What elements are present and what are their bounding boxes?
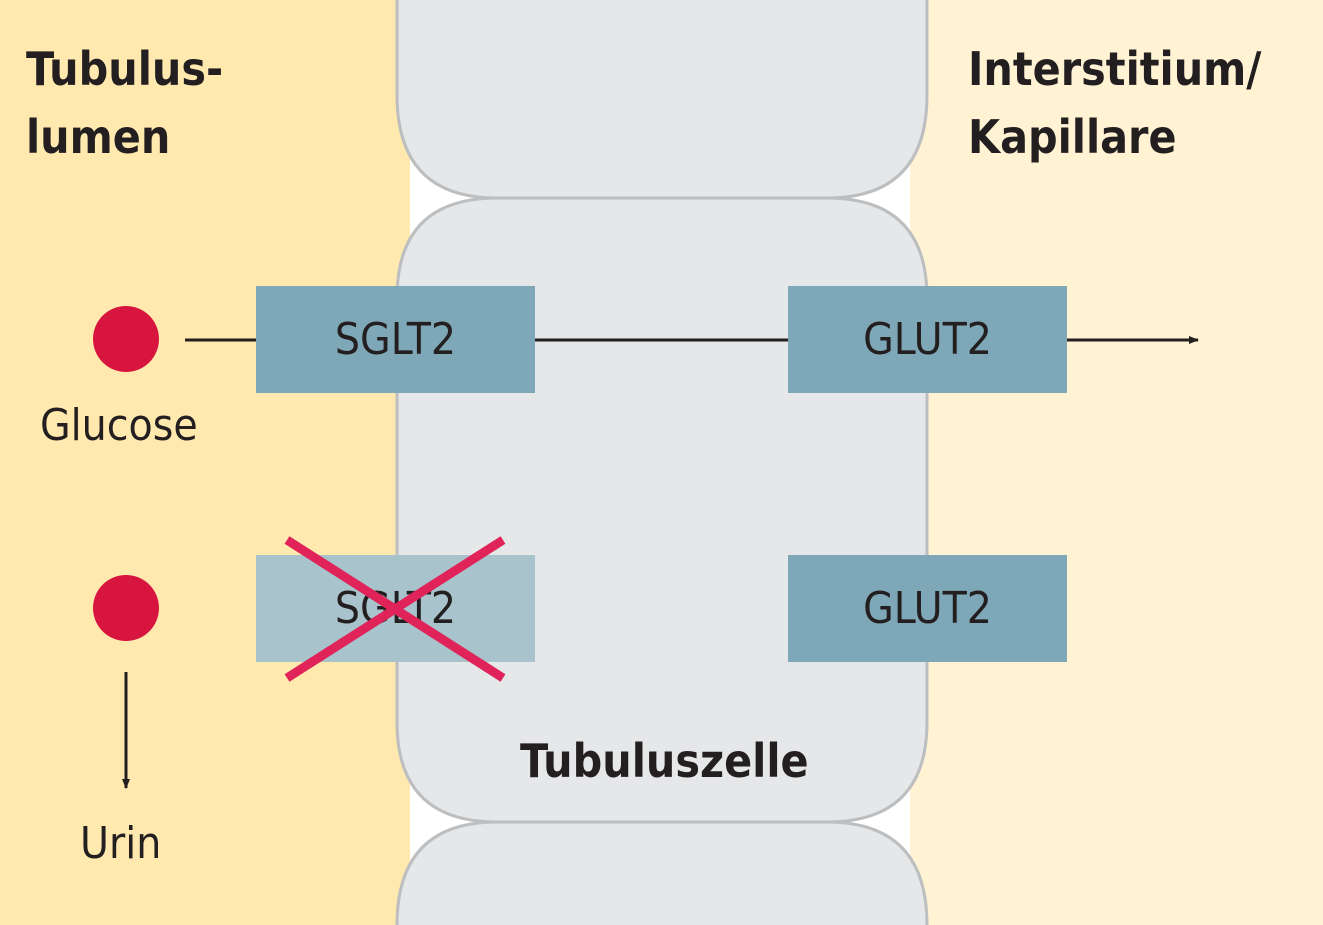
interstitium-background	[910, 0, 1323, 925]
glucose-label: Glucose	[40, 400, 198, 451]
interstitium-title-line2: Kapillare	[968, 110, 1177, 164]
sglt2-box	[256, 286, 535, 393]
sglt2-blocked-label: SGLT2	[334, 583, 457, 634]
lumen-title-line1: Tubulus-	[26, 42, 224, 96]
urine-label: Urin	[80, 818, 162, 869]
glut2-box-lower	[788, 555, 1067, 662]
glut2-box	[788, 286, 1067, 393]
lumen-title-line2: lumen	[26, 110, 171, 164]
lower-neighbor-cell	[395, 820, 929, 925]
sglt2-label: SGLT2	[334, 314, 457, 365]
lumen-background	[0, 0, 410, 925]
glucose-molecule-urine	[93, 575, 159, 641]
glut2-label: GLUT2	[863, 314, 992, 365]
tubule-cell-label: Tubuluszelle	[520, 734, 809, 788]
glut2-label-lower: GLUT2	[863, 583, 992, 634]
glucose-molecule	[93, 306, 159, 372]
interstitium-title-line1: Interstitium/	[968, 42, 1262, 96]
upper-neighbor-cell	[395, 0, 929, 200]
